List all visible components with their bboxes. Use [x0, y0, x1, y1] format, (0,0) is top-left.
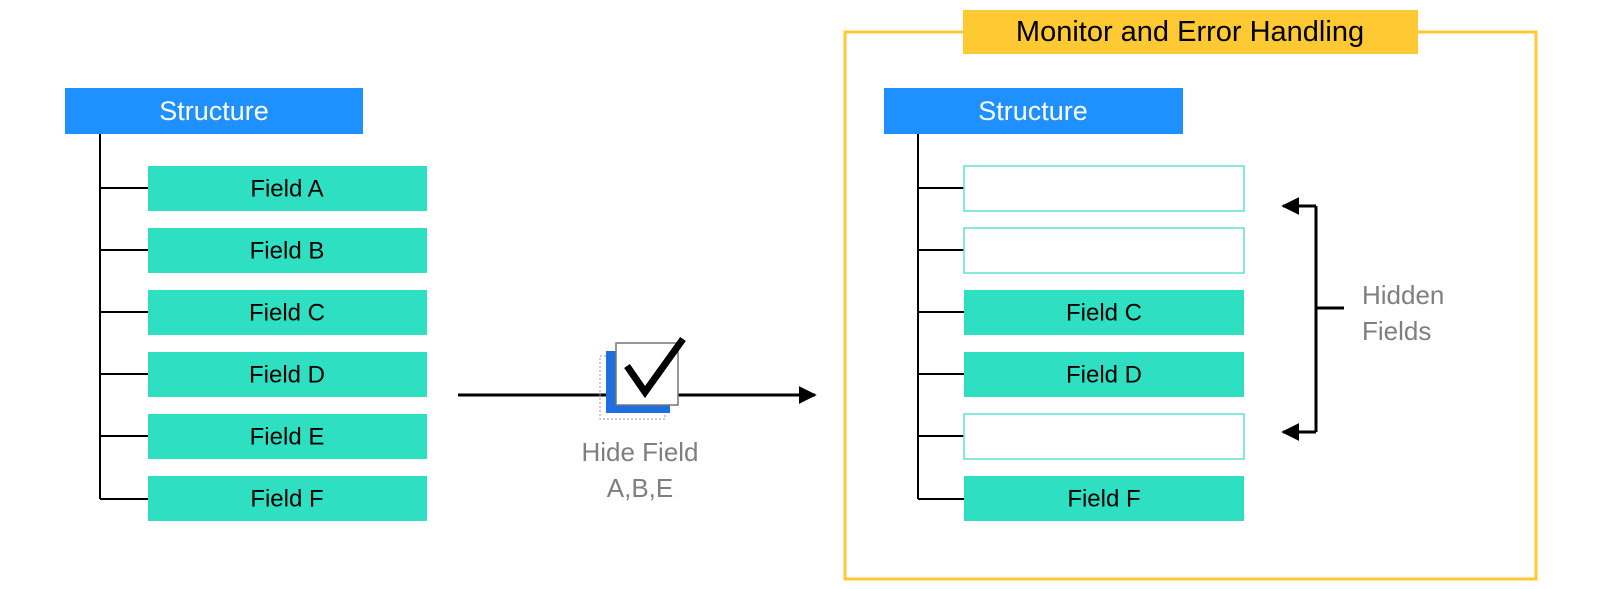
- right-field-label: Field D: [1066, 362, 1142, 389]
- right-structure-header: [884, 88, 1183, 134]
- right-field-box: [964, 352, 1244, 397]
- left-field-box: [148, 414, 427, 459]
- hidden-fields-annotation-line1: Hidden: [1362, 280, 1444, 310]
- left-field-box: [148, 352, 427, 397]
- monitor-panel-title-bg: [963, 10, 1418, 54]
- left-field-label: Field C: [249, 300, 325, 327]
- right-field-box-hidden: [963, 413, 1245, 460]
- left-field-label: Field B: [250, 238, 325, 265]
- monitor-panel: Monitor and Error Handling Structure Fie…: [843, 10, 1538, 581]
- left-field-list: Field A Field B Field C Field D Field E …: [148, 166, 427, 521]
- left-field-box: [148, 476, 427, 521]
- left-field-label: Field E: [250, 424, 325, 451]
- right-field-box: [964, 290, 1244, 335]
- right-structure-label: Structure: [978, 96, 1088, 126]
- right-field-box-hidden: [963, 227, 1245, 274]
- right-field-label: Field F: [1067, 486, 1140, 513]
- transform-caption-line1: Hide Field: [581, 437, 698, 467]
- right-field-list: Field C Field D Field F: [963, 165, 1245, 521]
- checkbox-checked-icon: [599, 336, 686, 420]
- left-tree-connectors: [100, 187, 148, 500]
- left-field-box: [148, 228, 427, 273]
- hidden-fields-bracket: [1281, 197, 1344, 441]
- hidden-fields-annotation-line2: Fields: [1362, 316, 1431, 346]
- transform-caption-line2: A,B,E: [607, 473, 673, 503]
- left-structure-tree: Structure Field A Field B Field C Field …: [65, 88, 427, 521]
- right-field-box-hidden: [963, 165, 1245, 212]
- left-field-label: Field F: [250, 486, 323, 513]
- left-field-label: Field A: [250, 176, 323, 203]
- transform-arrow-group: Hide Field A,B,E: [458, 336, 817, 503]
- right-field-box: [964, 476, 1244, 521]
- left-field-label: Field D: [249, 362, 325, 389]
- monitor-panel-title: Monitor and Error Handling: [1016, 16, 1364, 48]
- left-field-box: [148, 166, 427, 211]
- right-tree-connectors: [918, 187, 964, 500]
- left-structure-header: [65, 88, 363, 134]
- left-field-box: [148, 290, 427, 335]
- left-structure-label: Structure: [159, 96, 269, 126]
- right-field-label: Field C: [1066, 300, 1142, 327]
